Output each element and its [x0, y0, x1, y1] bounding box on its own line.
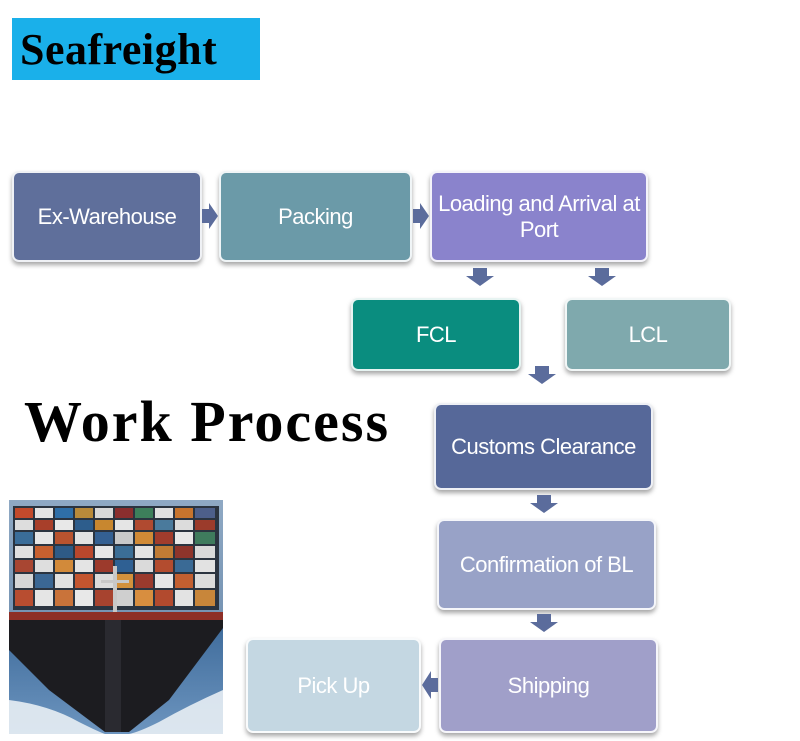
step-pickup-label: Pick Up	[297, 672, 370, 698]
step-ex-warehouse: Ex-Warehouse	[12, 171, 202, 262]
container-ship-image	[9, 500, 223, 734]
step-customs-label: Customs Clearance	[451, 433, 636, 459]
arrow-down-icon	[530, 614, 558, 632]
step-packing: Packing	[219, 171, 412, 262]
page-title: Seafreight	[20, 24, 218, 74]
step-ex-warehouse-label: Ex-Warehouse	[37, 203, 177, 229]
step-shipping: Shipping	[439, 638, 658, 733]
arrow-left-icon	[422, 671, 438, 699]
step-loading-label: Loading and Arrival at Port	[438, 190, 640, 242]
arrow-down-icon	[530, 495, 558, 513]
step-confirmation: Confirmation of BL	[437, 519, 656, 610]
step-lcl-label: LCL	[628, 321, 668, 347]
arrow-right-icon	[413, 203, 429, 229]
arrow-right-icon	[202, 203, 218, 229]
title-banner: Seafreight	[12, 18, 260, 80]
page-subtitle: Work Process	[24, 389, 391, 454]
step-shipping-label: Shipping	[507, 672, 590, 698]
step-customs: Customs Clearance	[434, 403, 653, 490]
arrow-down-icon	[466, 268, 494, 286]
step-lcl: LCL	[565, 298, 731, 371]
step-fcl: FCL	[351, 298, 521, 371]
arrow-down-icon	[528, 366, 556, 384]
step-fcl-label: FCL	[415, 321, 457, 347]
step-loading: Loading and Arrival at Port	[430, 171, 648, 262]
step-pickup: Pick Up	[246, 638, 421, 733]
arrow-down-icon	[588, 268, 616, 286]
step-confirmation-label: Confirmation of BL	[459, 551, 634, 577]
step-packing-label: Packing	[278, 203, 353, 229]
